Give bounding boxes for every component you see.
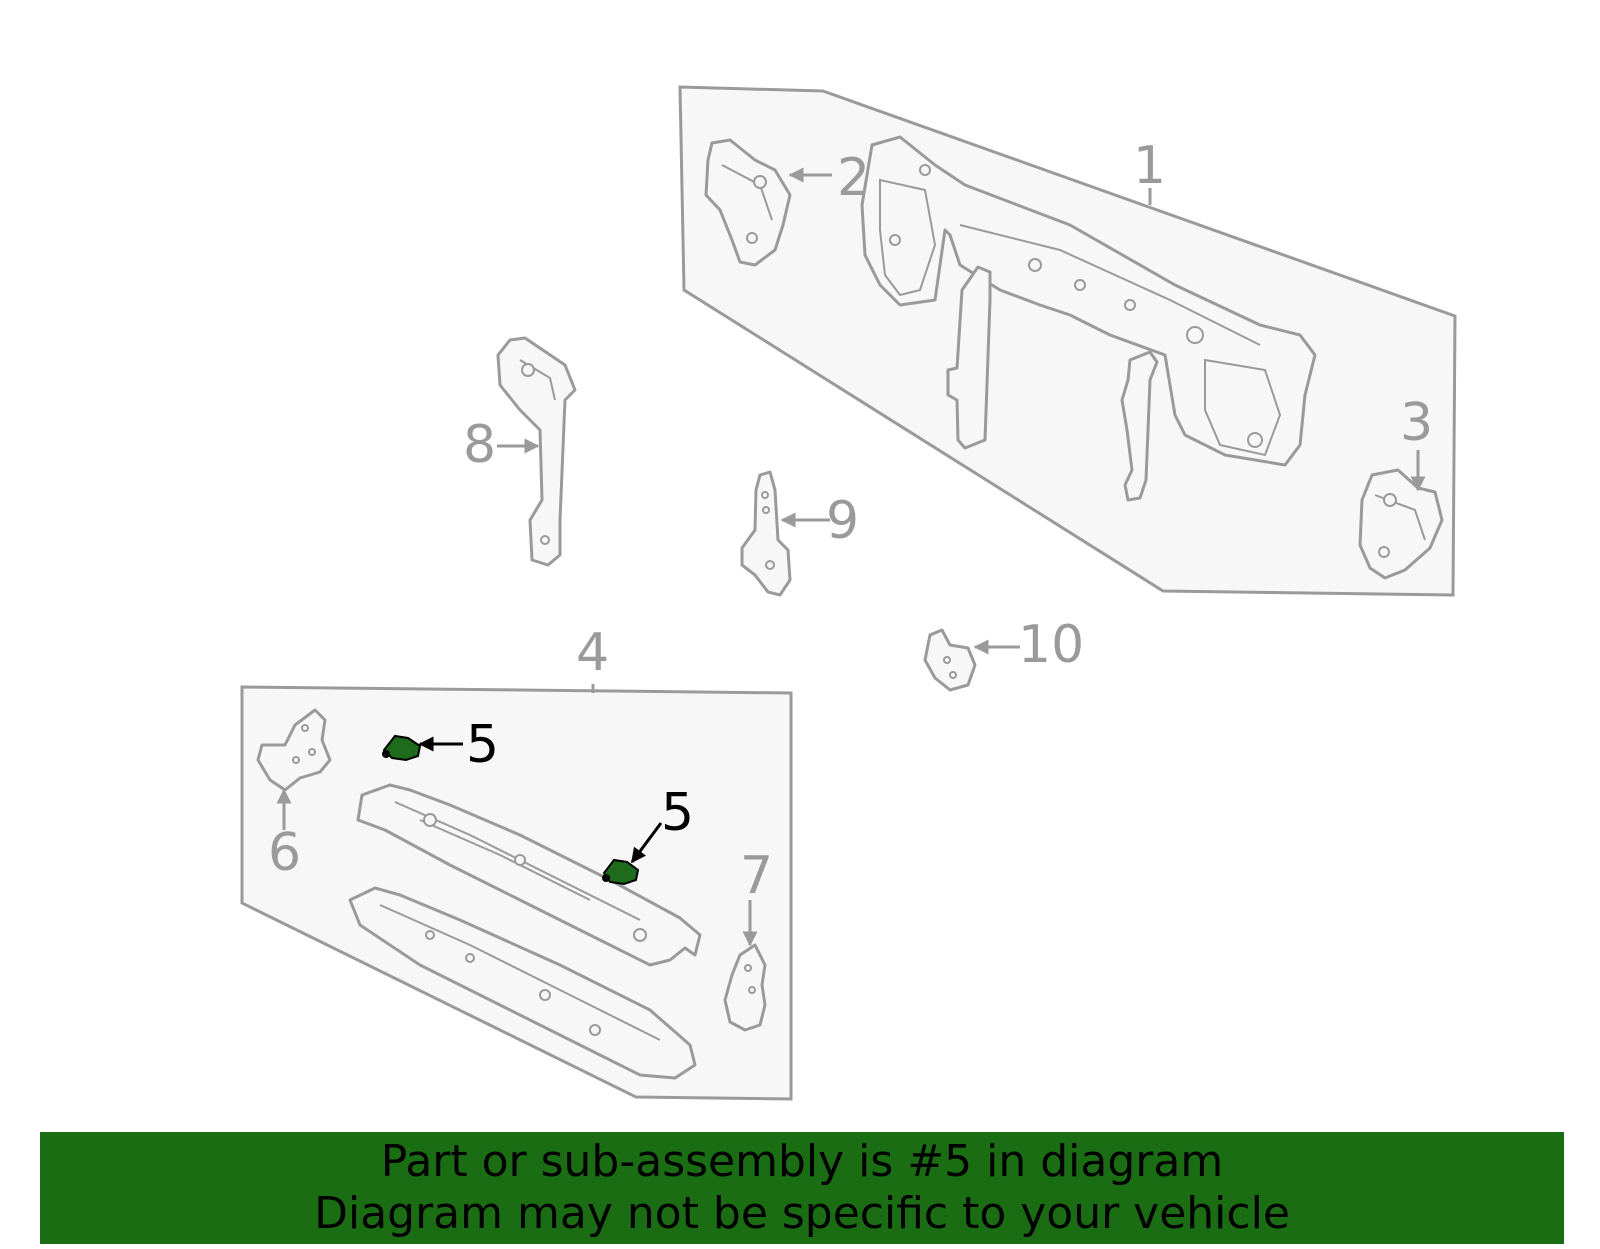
part-7-bracket (723, 943, 767, 1032)
callout-5-upper: 5 (466, 715, 499, 775)
info-banner: Part or sub-assembly is #5 in diagram Di… (40, 1132, 1564, 1244)
callout-2: 2 (837, 148, 870, 208)
banner-line-2: Diagram may not be specific to your vehi… (314, 1188, 1290, 1239)
callout-1: 1 (1133, 136, 1166, 196)
leader-5b (630, 822, 663, 864)
callout-9: 9 (826, 491, 859, 551)
part-5-clip-lower (602, 858, 640, 886)
callout-5-lower: 5 (661, 783, 694, 843)
part-1-radiator-support (860, 135, 1317, 502)
callout-6: 6 (268, 823, 301, 883)
callout-3: 3 (1400, 393, 1433, 453)
part-9-bracket (740, 470, 792, 597)
part-8-side-support (496, 336, 577, 567)
banner-line-1: Part or sub-assembly is #5 in diagram (380, 1136, 1224, 1187)
part-10-bracket (923, 628, 977, 692)
callout-4: 4 (576, 623, 609, 683)
part-6-bracket (256, 708, 332, 792)
callout-7: 7 (740, 846, 773, 906)
callout-10: 10 (1018, 615, 1084, 675)
callout-8: 8 (463, 415, 496, 475)
part-4-upper-tie-bar (356, 783, 702, 967)
part-4-lower-tie-bar (348, 886, 697, 1080)
part-2-bracket (704, 138, 792, 267)
